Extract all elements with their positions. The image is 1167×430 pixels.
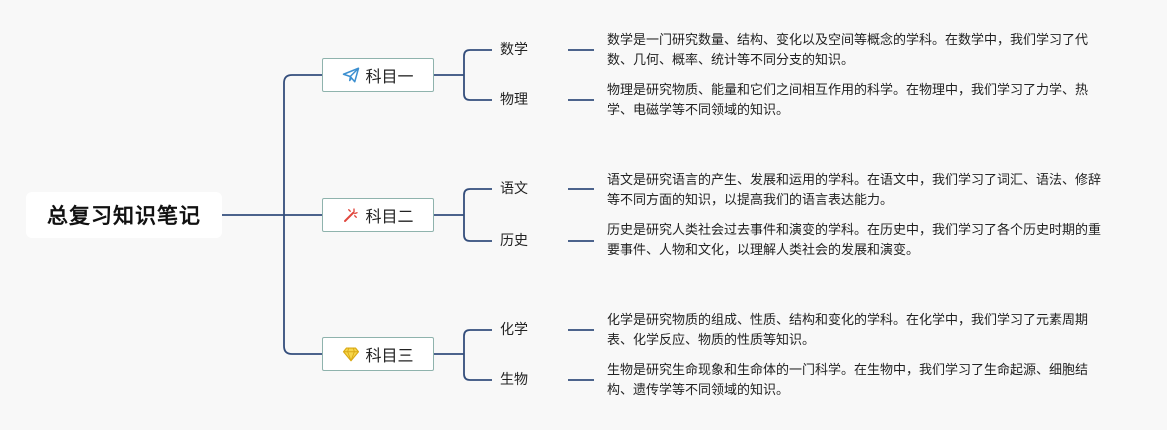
root-node[interactable]: 总复习知识笔记	[26, 192, 222, 238]
topic-description: 语文是研究语言的产生、发展和运用的学科。在语文中，我们学习了词汇、语法、修辞等不…	[607, 173, 1102, 208]
subject-node-2[interactable]: 科目二	[322, 198, 434, 232]
topic-label: 生物	[500, 372, 528, 388]
topic-node[interactable]: 语文	[492, 178, 560, 200]
topic-description: 历史是研究人类社会过去事件和演变的学科。在历史中，我们学习了各个历史时期的重要事…	[607, 223, 1102, 258]
subject-label: 科目二	[365, 207, 414, 226]
subject-node-1[interactable]: 科目一	[322, 58, 434, 92]
topic-label: 数学	[500, 42, 528, 58]
topic-label: 语文	[500, 181, 528, 197]
magic-wand-icon	[342, 206, 360, 224]
subject-label: 科目一	[365, 67, 414, 86]
topic-node[interactable]: 生物	[492, 369, 560, 391]
paper-plane-icon	[342, 66, 360, 84]
diamond-icon	[342, 345, 360, 363]
topic-node[interactable]: 物理	[492, 89, 560, 111]
topic-description: 数学是一门研究数量、结构、变化以及空间等概念的学科。在数学中，我们学习了代数、几…	[607, 33, 1089, 68]
topic-node[interactable]: 数学	[492, 39, 560, 61]
topic-description: 生物是研究生命现象和生命体的一门科学。在生物中，我们学习了生命起源、细胞结构、遗…	[607, 363, 1089, 398]
topic-label: 物理	[500, 92, 528, 108]
topic-node[interactable]: 化学	[492, 319, 560, 341]
subject-label: 科目三	[365, 346, 414, 365]
topic-label: 化学	[500, 322, 528, 338]
root-title: 总复习知识笔记	[47, 204, 201, 228]
subject-node-3[interactable]: 科目三	[322, 337, 434, 371]
topic-description: 物理是研究物质、能量和它们之间相互作用的科学。在物理中，我们学习了力学、热学、电…	[607, 83, 1089, 118]
topic-label: 历史	[500, 233, 528, 249]
topic-node[interactable]: 历史	[492, 230, 560, 252]
topic-description: 化学是研究物质的组成、性质、结构和变化的学科。在化学中，我们学习了元素周期表、化…	[607, 313, 1089, 348]
